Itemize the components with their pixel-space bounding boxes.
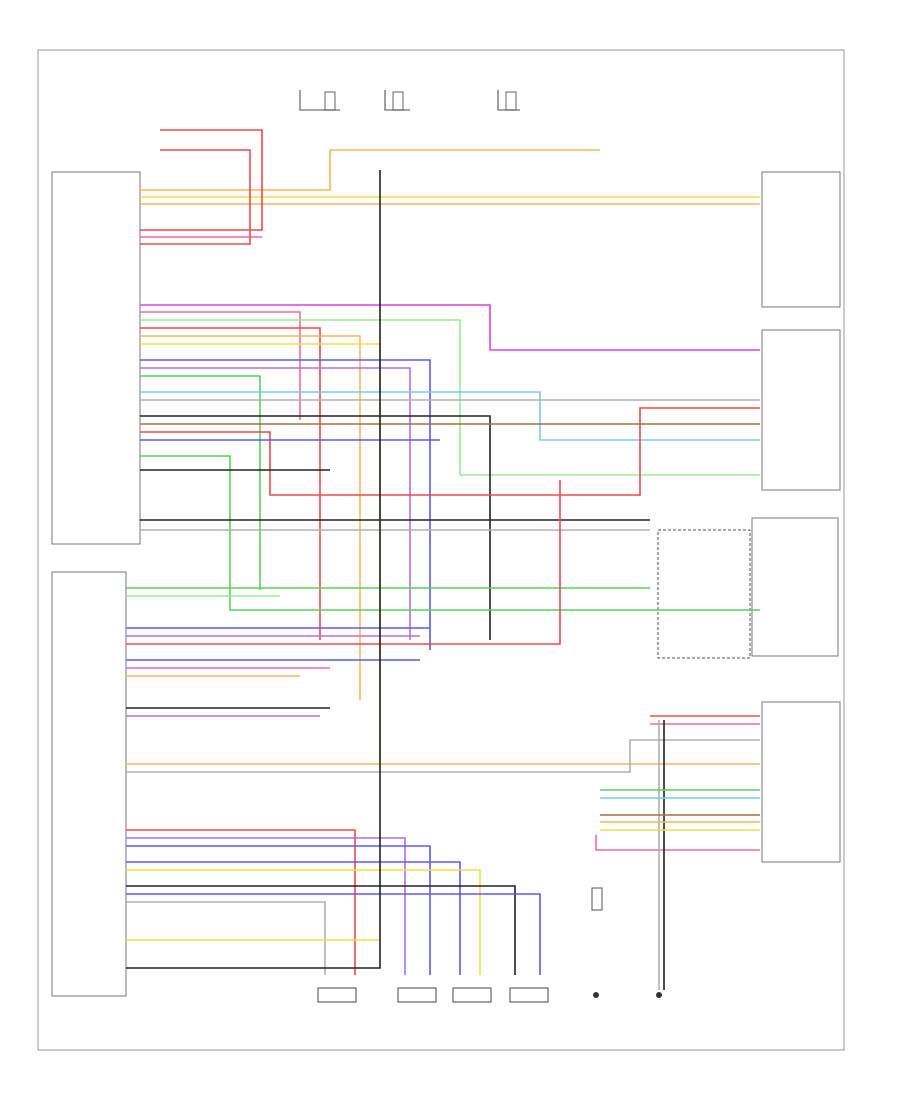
radio-connector-upper xyxy=(51,171,141,545)
wire-harness xyxy=(126,129,760,990)
diagram-frame xyxy=(37,49,845,1051)
wire-black-42 xyxy=(126,885,516,975)
wire-lightgreen-8 xyxy=(140,319,760,476)
module-top-right xyxy=(761,171,841,308)
wire-green-14 xyxy=(140,375,261,590)
wire-red-19 xyxy=(140,407,760,496)
radio-module xyxy=(51,171,141,997)
speakers xyxy=(317,987,549,1003)
grounds xyxy=(591,887,662,998)
control-switch-box xyxy=(751,517,839,657)
fuse-1 xyxy=(324,91,336,111)
ground-point-2 xyxy=(656,992,662,998)
module-mid-right xyxy=(761,329,841,491)
speaker-1 xyxy=(317,987,357,1003)
speaker-2 xyxy=(397,987,437,1003)
wire-red-37 xyxy=(126,829,356,975)
wire-gray-36 xyxy=(126,739,760,773)
wire-violet-13 xyxy=(140,367,411,640)
wire-orange-0 xyxy=(140,149,600,191)
wire-red-29 xyxy=(126,480,561,645)
wire-yellow-41 xyxy=(126,869,481,975)
wire-blue-43 xyxy=(126,893,541,975)
wire-pink-47 xyxy=(595,835,760,851)
speaker-3 xyxy=(452,987,492,1003)
fuse-3 xyxy=(505,91,517,111)
power-sources xyxy=(299,90,520,111)
resistor xyxy=(591,887,603,911)
wire-red-5 xyxy=(140,149,251,245)
wire-pink-7 xyxy=(140,311,301,420)
wire-gray-44 xyxy=(126,901,326,975)
wire-black-17 xyxy=(140,415,491,640)
wire-blue-39 xyxy=(126,845,431,975)
radio-connector-lower xyxy=(51,571,127,997)
speaker-4 xyxy=(509,987,549,1003)
wire-violet-38 xyxy=(126,837,406,975)
wire-red-3 xyxy=(140,129,263,231)
wire-magenta-6 xyxy=(140,304,760,351)
wire-lightblue-15 xyxy=(140,391,760,441)
wire-green-21 xyxy=(140,455,760,611)
ground-point-1 xyxy=(593,992,599,998)
right-modules xyxy=(657,171,841,863)
wire-blue-12 xyxy=(140,359,431,650)
wire-red-9 xyxy=(140,327,321,640)
wire-blue-40 xyxy=(126,861,461,975)
fuse-2 xyxy=(392,91,404,111)
wire-black-46 xyxy=(126,170,381,969)
wire-orange-10 xyxy=(140,335,361,700)
steering-switch xyxy=(657,529,751,659)
module-low-right xyxy=(761,701,841,863)
